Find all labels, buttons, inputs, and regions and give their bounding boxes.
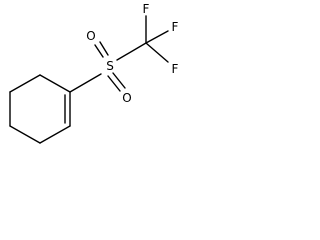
sulfonyl-oxygen-bottom-bond	[107, 72, 126, 92]
sulfonyl-oxygen-top-bond	[94, 41, 109, 58]
sulfur-carbon-bond	[116, 42, 147, 61]
fluorine-top-label: F	[143, 2, 150, 16]
oxygen-bottom-label: O	[122, 91, 131, 105]
molecule-diagram: S O O F F F	[9, 2, 179, 144]
ring-bond-6	[39, 74, 71, 93]
oxygen-top-label: O	[86, 29, 95, 43]
fluorine-right-label: F	[172, 20, 179, 34]
carbon-sulfur-bond	[69, 73, 102, 93]
ring-bond-2	[39, 125, 71, 144]
carbon-fluorine-lower-bond	[145, 42, 169, 63]
carbon-fluorine-right-bond	[145, 30, 169, 44]
structure-canvas: S O O F F F	[0, 0, 184, 154]
ring-bond-5	[9, 74, 41, 93]
sulfur-label: S	[106, 59, 114, 73]
fluorine-lower-label: F	[172, 62, 179, 76]
ring-bond-3	[9, 125, 41, 144]
cyclohexene-ring	[9, 74, 71, 144]
